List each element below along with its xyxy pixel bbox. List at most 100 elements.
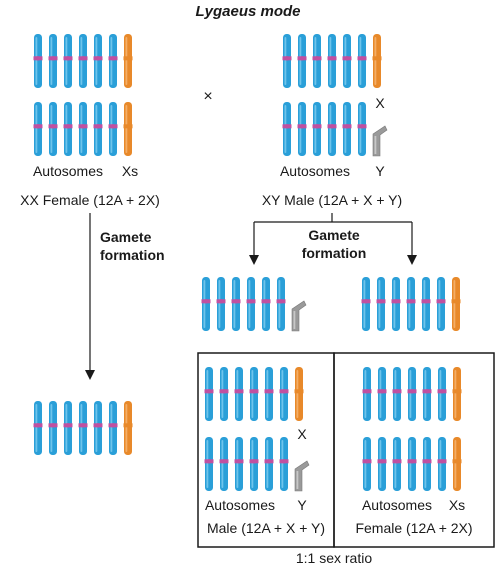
left-gamete-label-line1: Gamete xyxy=(100,229,152,245)
right-gamete-label-line2: formation xyxy=(302,245,367,261)
x-chromosome xyxy=(123,102,133,156)
autosome xyxy=(391,277,401,331)
x-chromosome xyxy=(372,34,382,88)
autosome xyxy=(377,437,387,491)
autosome xyxy=(279,437,289,491)
offspring-male-karyotype xyxy=(204,367,310,492)
autosome xyxy=(78,102,88,156)
autosome xyxy=(108,102,118,156)
x-chromosome xyxy=(452,367,462,421)
autosome xyxy=(78,34,88,88)
autosome xyxy=(108,401,118,455)
autosome xyxy=(282,102,292,156)
autosome xyxy=(48,102,58,156)
autosome xyxy=(48,401,58,455)
autosome xyxy=(63,34,73,88)
right-gamete-label-line1: Gamete xyxy=(308,227,360,243)
autosome xyxy=(437,367,447,421)
x-chromosome xyxy=(123,34,133,88)
autosome xyxy=(63,401,73,455)
offspring-female-caption: Female (12A + 2X) xyxy=(355,520,472,536)
autosome xyxy=(108,34,118,88)
autosome xyxy=(436,277,446,331)
autosome xyxy=(297,34,307,88)
autosome xyxy=(33,34,43,88)
y-chromosome xyxy=(294,460,310,492)
autosome xyxy=(312,102,322,156)
female-gamete xyxy=(33,401,133,455)
autosome xyxy=(312,34,322,88)
autosome xyxy=(201,277,211,331)
autosome xyxy=(392,367,402,421)
autosome xyxy=(78,401,88,455)
offspring-male-caption: Male (12A + X + Y) xyxy=(207,520,325,536)
female-parent-sex-label: Xs xyxy=(122,163,138,179)
male-parent-sex-label: Y xyxy=(375,163,385,179)
autosome xyxy=(264,367,274,421)
title: Lygaeus mode xyxy=(195,3,300,20)
autosome xyxy=(261,277,271,331)
autosome xyxy=(406,277,416,331)
autosome xyxy=(249,437,259,491)
offspring-female-sex-label: Xs xyxy=(449,497,465,513)
autosome xyxy=(376,277,386,331)
offspring-female-box xyxy=(333,352,495,548)
autosome xyxy=(234,437,244,491)
autosome xyxy=(361,277,371,331)
autosome xyxy=(231,277,241,331)
left-gamete-label-line2: formation xyxy=(100,247,165,263)
offspring-female-autosomes-label: Autosomes xyxy=(362,497,432,513)
autosome xyxy=(234,367,244,421)
autosome xyxy=(357,102,367,156)
male-gamete-y xyxy=(201,277,307,332)
autosome xyxy=(422,367,432,421)
autosome xyxy=(216,277,226,331)
autosome xyxy=(422,437,432,491)
autosome xyxy=(392,437,402,491)
x-chromosome xyxy=(451,277,461,331)
female-parent-autosomes-label: Autosomes xyxy=(33,163,103,179)
cross-symbol: × xyxy=(203,88,212,105)
autosome xyxy=(93,34,103,88)
autosome xyxy=(407,437,417,491)
offspring-male-x-label: X xyxy=(297,426,307,442)
autosome xyxy=(246,277,256,331)
autosome xyxy=(362,367,372,421)
autosome xyxy=(93,102,103,156)
sex-ratio-label: 1:1 sex ratio xyxy=(296,550,372,566)
female-parent-caption: XX Female (12A + 2X) xyxy=(20,192,160,208)
autosome xyxy=(93,401,103,455)
autosome xyxy=(219,367,229,421)
autosome xyxy=(362,437,372,491)
autosome xyxy=(264,437,274,491)
autosome xyxy=(297,102,307,156)
autosome xyxy=(63,102,73,156)
x-chromosome xyxy=(123,401,133,455)
autosome xyxy=(276,277,286,331)
autosome xyxy=(437,437,447,491)
offspring-female-karyotype xyxy=(362,367,462,491)
autosome xyxy=(342,34,352,88)
y-chromosome xyxy=(372,125,388,157)
autosome xyxy=(407,367,417,421)
autosome xyxy=(282,34,292,88)
autosome xyxy=(279,367,289,421)
autosome xyxy=(204,437,214,491)
x-chromosome xyxy=(452,437,462,491)
autosome xyxy=(357,34,367,88)
autosome xyxy=(48,34,58,88)
autosome xyxy=(327,34,337,88)
autosome xyxy=(327,102,337,156)
offspring-male-autosomes-label: Autosomes xyxy=(205,497,275,513)
male-gamete-x xyxy=(361,277,461,331)
autosome xyxy=(219,437,229,491)
male-parent-autosomes-label: Autosomes xyxy=(280,163,350,179)
autosome xyxy=(249,367,259,421)
offspring-male-sex-label: Y xyxy=(297,497,307,513)
male-parent-x-label: X xyxy=(375,95,385,111)
autosome xyxy=(33,401,43,455)
male-parent-caption: XY Male (12A + X + Y) xyxy=(262,192,402,208)
y-chromosome xyxy=(291,300,307,332)
